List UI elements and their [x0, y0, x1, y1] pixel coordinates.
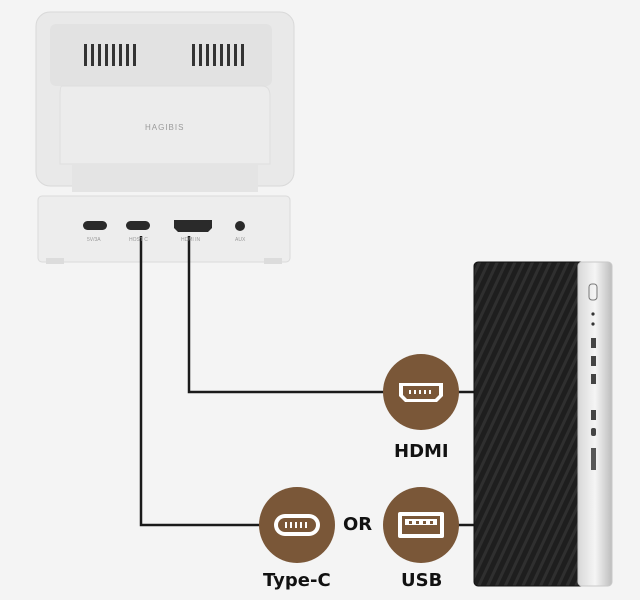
- hdmi-label: HDMI: [394, 441, 449, 462]
- hdmi-cable: [187, 236, 386, 394]
- typec-label: Type-C: [263, 570, 331, 591]
- front-usb-2: [591, 356, 596, 366]
- front-usb-c: [591, 428, 596, 436]
- port-label-host: HOST C: [129, 237, 148, 243]
- usb-c-host-port: [126, 221, 150, 230]
- power-button: [588, 283, 598, 301]
- port-label-hdmi: HDMI IN: [181, 237, 201, 243]
- pc-tower: [473, 261, 613, 587]
- usb-c-power-port: [83, 221, 107, 230]
- typec-connector-badge: [259, 487, 335, 563]
- typec-cable: [139, 236, 262, 527]
- hdmi-connector-badge: [383, 354, 459, 430]
- port-dock: [37, 195, 291, 264]
- usb-connector-badge: [383, 487, 459, 563]
- vent-left: [84, 44, 136, 66]
- brand-logo-text: HAGIBIS: [145, 123, 185, 132]
- front-usb-3: [591, 374, 596, 384]
- front-usb-1: [591, 338, 596, 348]
- or-label: OR: [343, 514, 373, 535]
- hdmi-in-port: [174, 220, 212, 232]
- card-slot: [591, 448, 596, 470]
- port-label-aux: AUX: [235, 237, 246, 243]
- port-label-power: 5V/3A: [87, 237, 101, 243]
- monitor-body: [35, 11, 295, 192]
- usb-label: USB: [401, 570, 443, 591]
- aux-port: [235, 221, 245, 231]
- vent-right: [192, 44, 244, 66]
- front-usb-4: [591, 410, 596, 420]
